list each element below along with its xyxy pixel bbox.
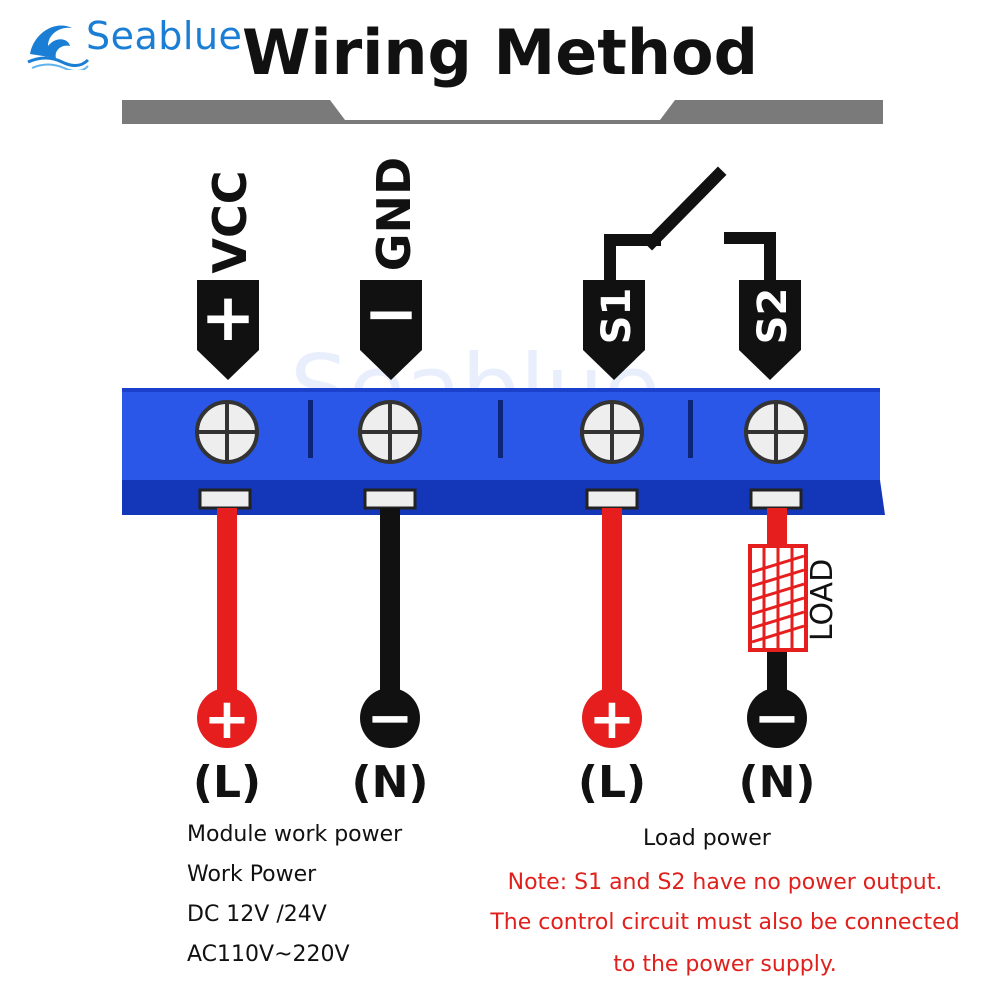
note-line-2: The control circuit must also be connect…	[490, 910, 960, 935]
bottom-terminal-1: + (L)	[193, 687, 261, 808]
module-power-line-3: DC 12V /24V	[187, 902, 327, 927]
screw-gnd	[358, 400, 422, 464]
module-power-line-4: AC110V~220V	[187, 942, 350, 967]
load-resistor: LOAD	[748, 544, 840, 652]
terminal-symbol-vcc: +	[200, 279, 255, 356]
note-line-3: to the power supply.	[613, 952, 837, 977]
bottom-terminal-2: − (N)	[351, 686, 428, 808]
seablue-wave-logo-icon	[27, 25, 90, 70]
note-line-1: Note: S1 and S2 have no power output.	[507, 870, 943, 895]
terminal-pointer-s1: S1	[583, 280, 645, 380]
module-power-line-1: Module work power	[187, 822, 403, 847]
brand-name: Seablue	[86, 14, 243, 58]
bottom-terminal-3: + (L)	[578, 687, 646, 808]
wire-s1	[602, 508, 622, 696]
terminal-pointer-s2: S2	[739, 280, 801, 380]
terminal-block	[122, 388, 885, 515]
switch-symbol	[604, 166, 776, 288]
bottom-symbol-2: −	[367, 686, 414, 751]
terminal-symbol-gnd: −	[363, 275, 418, 352]
load-label: LOAD	[805, 559, 840, 641]
screw-s2	[744, 400, 808, 464]
module-power-line-2: Work Power	[187, 862, 317, 887]
wire-vcc	[217, 508, 237, 696]
bottom-label-4: (N)	[738, 757, 815, 808]
bottom-symbol-3: +	[589, 687, 636, 752]
bottom-symbol-1: +	[204, 687, 251, 752]
header-divider	[122, 100, 883, 124]
screw-vcc	[195, 400, 259, 464]
bottom-label-2: (N)	[351, 757, 428, 808]
wire-gnd	[380, 508, 400, 696]
page-title: Wiring Method	[241, 16, 759, 89]
terminal-label-s2: S2	[750, 288, 796, 345]
load-power-title: Load power	[643, 826, 771, 851]
terminal-pointer-vcc: + VCC	[197, 170, 259, 380]
bottom-symbol-4: −	[754, 686, 801, 751]
bottom-label-1: (L)	[193, 757, 261, 808]
terminal-label-s1: S1	[594, 288, 640, 345]
terminal-label-gnd: GND	[367, 157, 421, 271]
terminal-pointer-gnd: − GND	[360, 157, 422, 380]
bottom-label-3: (L)	[578, 757, 646, 808]
wire-s2	[767, 508, 787, 696]
bottom-terminal-4: − (N)	[738, 686, 815, 808]
screw-s1	[580, 400, 644, 464]
terminal-label-vcc: VCC	[203, 170, 257, 273]
